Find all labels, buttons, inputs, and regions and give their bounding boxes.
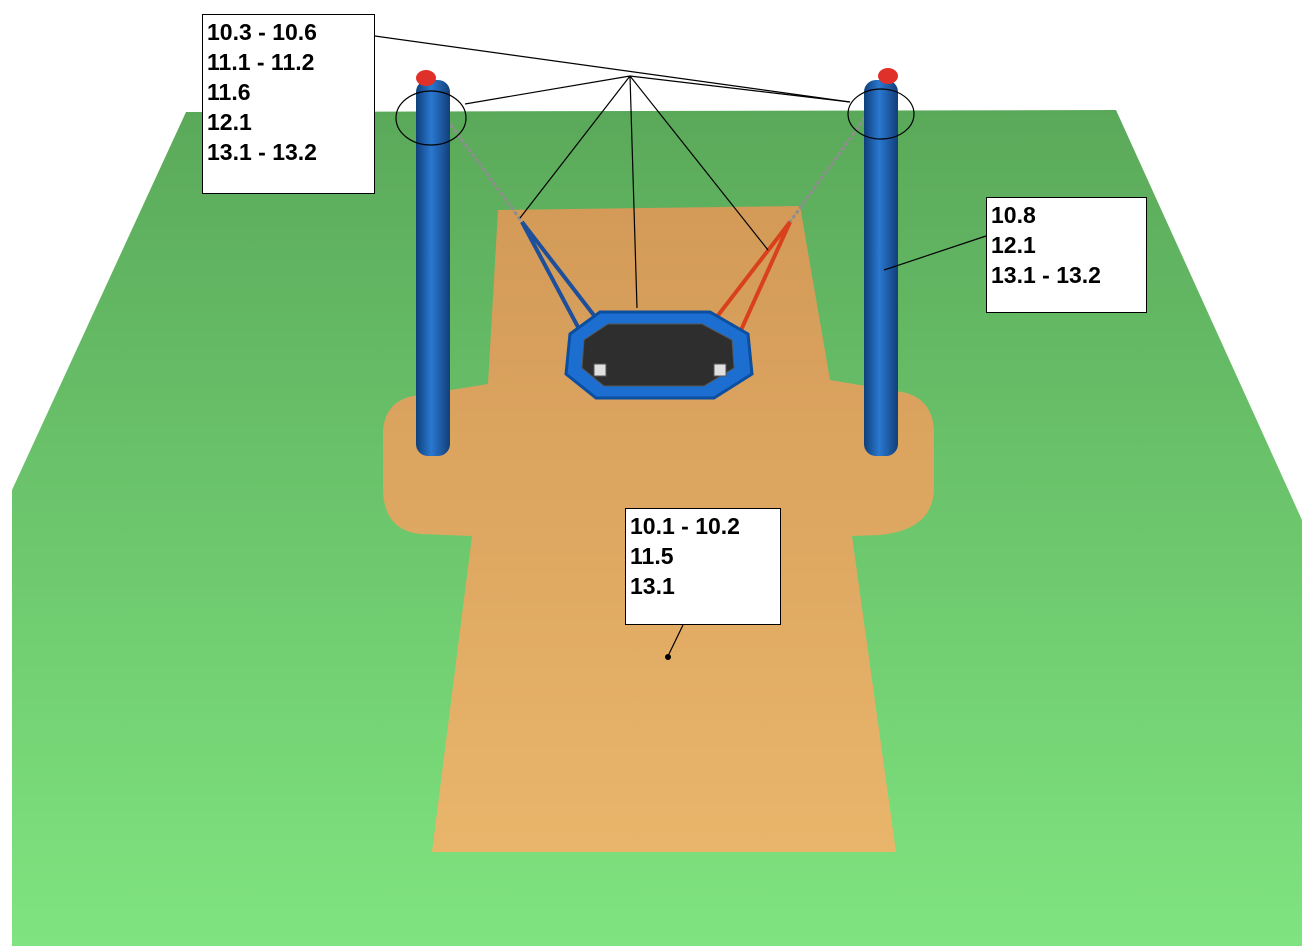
leader-lines [374, 35, 987, 657]
callout-line: 13.1 [630, 573, 675, 599]
right-post-cap [878, 68, 898, 84]
left-post [416, 80, 450, 456]
callout-line: 13.1 - 13.2 [207, 139, 317, 165]
left-chain [438, 109, 524, 223]
callout-line: 11.6 [207, 79, 251, 105]
left-joint-highlight [395, 90, 467, 146]
callout-line: 10.3 - 10.6 [207, 19, 317, 45]
left-rope-outer [520, 220, 598, 320]
right-post [864, 80, 898, 456]
callout-line: 11.5 [630, 543, 674, 569]
callout-line: 11.1 - 11.2 [207, 49, 315, 75]
right-joint-highlight [847, 88, 915, 140]
callout-top-joints: 10.3 - 10.6 11.1 - 11.2 11.6 12.1 13.1 -… [202, 14, 375, 194]
callout-line: 12.1 [991, 232, 1036, 258]
seat-clamp-right [713, 363, 727, 377]
seat-clamp-left [593, 363, 607, 377]
right-chain [788, 107, 874, 223]
basket-seat-net [581, 323, 735, 387]
surfacing-pointer-dot [665, 654, 671, 660]
callout-right-post: 10.8 12.1 13.1 - 13.2 [986, 197, 1147, 313]
callout-line: 10.1 - 10.2 [630, 513, 740, 539]
right-rope-outer [714, 220, 792, 320]
callout-surfacing: 10.1 - 10.2 11.5 13.1 [625, 508, 781, 625]
callout-line: 12.1 [207, 109, 252, 135]
callout-line: 10.8 [991, 202, 1036, 228]
left-post-cap [416, 70, 436, 86]
callout-line: 13.1 - 13.2 [991, 262, 1101, 288]
